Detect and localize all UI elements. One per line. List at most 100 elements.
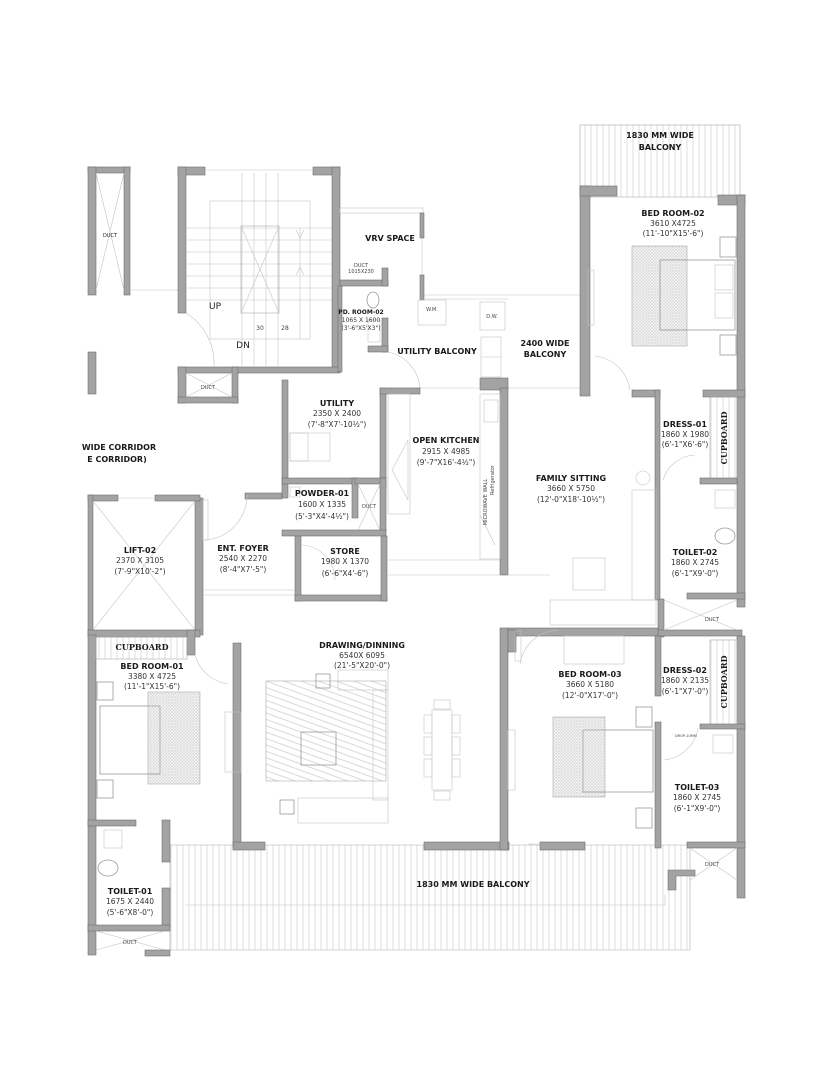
balcony-bottom-label: 1830 MM WIDE BALCONY (417, 880, 530, 889)
bed-room-02-name: BED ROOM-02 (641, 209, 704, 218)
duct-left (87, 166, 178, 395)
open-kitchen (387, 387, 509, 576)
bed-room-03-ft: (12'-0"X17'-0") (562, 691, 618, 700)
vrv-space (339, 207, 425, 301)
stair-up-label: UP (209, 302, 222, 312)
drawing-dinning (232, 627, 659, 851)
vrv-space-label: VRV SPACE (365, 234, 415, 243)
duct-powder-label: DUCT (362, 504, 377, 510)
bed-room-01-name: BED ROOM-01 (120, 662, 184, 671)
balcony-top-label-2: BALCONY (639, 143, 682, 152)
lift-02 (87, 494, 201, 636)
drop-label: DROP-10MM (675, 734, 697, 738)
bed-room-01-mm: 3380 X 4725 (128, 672, 176, 681)
wm-label: W.M. (426, 307, 438, 313)
family-sitting-mm: 3660 X 5750 (547, 484, 595, 493)
utility (281, 379, 421, 499)
duct-toilet-01-label: DUCT (123, 940, 138, 946)
pd-room-02-ft: (3'-6"X5'X3") (341, 325, 380, 332)
bed-room-02-ft: (11'-10"X15'-6") (643, 229, 704, 238)
powder-01-name: POWDER-01 (295, 489, 350, 498)
family-sitting-ft: (12'-0"X18'-10½") (537, 495, 605, 504)
cupboard-right-1-label: CUPBOARD (719, 411, 729, 464)
powder-01-ft: (5'-3"X4'-4½") (295, 512, 349, 521)
toilet-03-mm: 1860 X 2745 (673, 793, 721, 802)
bed-room-01-ft: (11'-1"X15'-6") (124, 682, 180, 691)
dress-02-ft: (6'-1"X7'-0") (662, 687, 709, 696)
bed-room-02-mm: 3610 X4725 (650, 219, 696, 228)
corridor-label-2: E CORRIDOR) (87, 455, 146, 464)
cupboard-right-2-label: CUPBOARD (719, 655, 729, 708)
dress-01 (654, 389, 738, 601)
toilet-01-name: TOILET-01 (108, 887, 153, 896)
drawing-name: DRAWING/DINNING (319, 641, 405, 650)
ent-foyer-ft: (8'-4"X7'-5") (220, 565, 267, 574)
pd-room-02 (337, 285, 389, 373)
duct-right-1 (657, 598, 743, 638)
duct-stair (177, 366, 239, 404)
stair-step-b: 28 (281, 325, 289, 332)
bed-room-03-name: BED ROOM-03 (558, 670, 621, 679)
store-mm: 1980 X 1370 (321, 557, 369, 566)
bed-room-03 (507, 629, 654, 851)
dress-02 (654, 635, 746, 899)
bed-room-02 (579, 185, 746, 608)
lift-02-mm: 2370 X 3105 (116, 556, 164, 565)
ent-foyer-name: ENT. FOYER (217, 544, 269, 553)
duct-small-size: 1015X230 (348, 269, 374, 275)
duct-small-label: DUCT (354, 263, 369, 269)
stair-step-a: 30 (256, 325, 264, 332)
toilet-01-mm: 1675 X 2440 (106, 897, 154, 906)
powder-01 (281, 477, 387, 537)
dress-02-name: DRESS-02 (663, 666, 707, 675)
microwave-wall-label: MICROWAVE WALL (483, 479, 489, 526)
ent-foyer (194, 492, 295, 636)
lift-02-ft: (7'-9"X10'-2") (114, 567, 165, 576)
store-name: STORE (330, 547, 360, 556)
refrigerator-label: Refrigerator (490, 464, 496, 495)
family-sitting (508, 470, 657, 626)
store (294, 535, 388, 602)
utility-balcony-label: UTILITY BALCONY (397, 347, 477, 356)
drawing-ft: (21'-5"X20'-0") (334, 661, 390, 670)
open-kitchen-ft: (9'-7"X16'-4½") (417, 458, 476, 467)
pd-room-02-mm: 1065 X 1600 (342, 317, 381, 324)
utility-mm: 2350 X 2400 (313, 409, 361, 418)
store-ft: (6'-6"X4'-6") (322, 569, 369, 578)
toilet-02-name: TOILET-02 (673, 548, 718, 557)
balcony-2400-label-2: BALCONY (524, 350, 567, 359)
dress-01-name: DRESS-01 (663, 420, 707, 429)
toilet-02-ft: (6'-1"X9'-0") (672, 569, 719, 578)
toilet-03-ft: (6'-1"X9'-0") (674, 804, 721, 813)
toilet-03 (667, 734, 746, 891)
dress-01-ft: (6'-1"X6'-6") (662, 440, 709, 449)
dw-label: D.W. (486, 314, 498, 320)
duct-right-2-label: DUCT (705, 862, 720, 868)
corridor-label-1: WIDE CORRIDOR (82, 443, 156, 452)
balcony-top-label-1: 1830 MM WIDE (626, 131, 694, 140)
staircase (177, 166, 341, 374)
bed-room-01 (87, 629, 242, 956)
utility-name: UTILITY (320, 399, 354, 408)
open-kitchen-name: OPEN KITCHEN (413, 436, 480, 445)
duct-stair-label: DUCT (201, 385, 216, 391)
lift-02-name: LIFT-02 (124, 546, 156, 555)
toilet-03-name: TOILET-03 (675, 783, 720, 792)
duct-right-1-label: DUCT (705, 617, 720, 623)
pd-room-02-name: PD. ROOM-02 (338, 309, 383, 316)
balcony-bottom (169, 844, 691, 951)
bed-room-03-mm: 3660 X 5180 (566, 680, 614, 689)
open-kitchen-mm: 2915 X 4985 (422, 447, 470, 456)
stair-dn-label: DN (236, 341, 250, 351)
toilet-02-mm: 1860 X 2745 (671, 558, 719, 567)
ent-foyer-mm: 2540 X 2270 (219, 554, 267, 563)
dress-02-mm: 1860 X 2135 (661, 676, 709, 685)
drawing-mm: 6540X 6095 (339, 651, 385, 660)
duct-left-label: DUCT (103, 233, 118, 239)
balcony-top (579, 124, 741, 198)
utility-ft: (7'-8"X7'-10½") (308, 420, 367, 429)
toilet-02 (686, 489, 746, 600)
family-sitting-name: FAMILY SITTING (536, 474, 606, 483)
powder-01-mm: 1600 X 1335 (298, 500, 346, 509)
